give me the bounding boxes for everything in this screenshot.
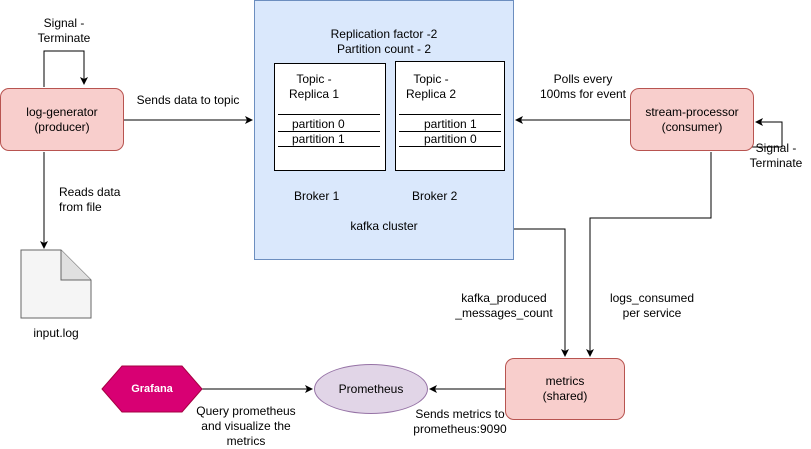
partition-divider xyxy=(278,146,380,147)
partition-divider xyxy=(399,114,501,115)
partition-divider xyxy=(278,131,380,132)
logs-consumed-label: logs_consumed per service xyxy=(609,291,695,320)
query-label: Query prometheus and visualize the metri… xyxy=(196,404,296,448)
topic-1-partition-b: partition 1 xyxy=(292,132,345,146)
partition-divider xyxy=(399,146,501,147)
partition-divider xyxy=(278,114,380,115)
edge-logs-consumed xyxy=(586,152,712,357)
metrics-label: metrics (shared) xyxy=(542,374,588,403)
topic-2-partition-a: partition 1 xyxy=(424,117,477,131)
signal-terminate-right-label: Signal - Terminate xyxy=(749,141,803,170)
topic-2-partition-b: partition 0 xyxy=(424,132,477,146)
partition-divider xyxy=(399,131,501,132)
topic-2-title: Topic - Replica 2 xyxy=(405,72,457,101)
broker-2-label: Broker 2 xyxy=(412,189,458,203)
sends-data-label: Sends data to topic xyxy=(136,93,240,107)
grafana-shape xyxy=(101,365,203,413)
topic-replica-2 xyxy=(395,61,505,171)
kafka-produced-label: kafka_produced _messages_count xyxy=(455,291,553,320)
topic-replica-1 xyxy=(274,63,386,171)
log-generator-label: log-generator (producer) xyxy=(26,104,98,134)
signal-terminate-left-label: Signal - Terminate xyxy=(37,16,91,45)
file-icon xyxy=(20,249,92,319)
prometheus-node: Prometheus xyxy=(314,364,428,414)
edge-signal-left xyxy=(43,50,88,87)
edge-signal-right xyxy=(740,118,783,148)
topic-1-partition-a: partition 0 xyxy=(292,117,345,131)
prometheus-label: Prometheus xyxy=(338,382,404,396)
cluster-header: Replication factor -2 Partition count - … xyxy=(330,27,438,56)
edge-kafka-produced xyxy=(514,228,569,357)
grafana-label: Grafana xyxy=(131,383,173,395)
broker-1-label: Broker 1 xyxy=(294,189,340,203)
sends-metrics-label: Sends metrics to prometheus:9090 xyxy=(413,407,507,436)
cluster-footer: kafka cluster xyxy=(350,219,418,233)
metrics-node: metrics (shared) xyxy=(505,358,625,420)
polls-label: Polls every 100ms for event xyxy=(539,72,627,101)
log-generator-node: log-generator (producer) xyxy=(0,88,124,151)
topic-1-title: Topic - Replica 1 xyxy=(288,72,340,101)
stream-processor-node: stream-processor (consumer) xyxy=(630,88,754,151)
stream-processor-label: stream-processor (consumer) xyxy=(645,104,739,134)
reads-data-label: Reads data from file xyxy=(59,185,121,214)
input-file-label: input.log xyxy=(33,326,79,340)
